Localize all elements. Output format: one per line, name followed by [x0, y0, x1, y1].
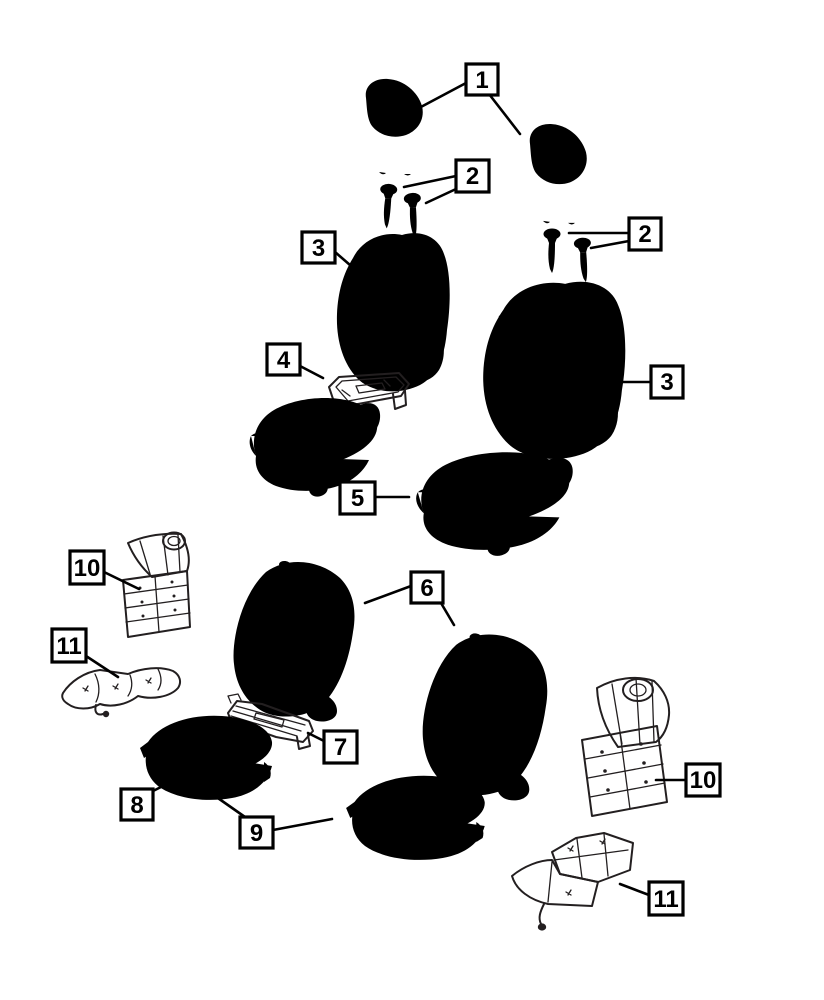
callout-box	[338, 480, 377, 516]
callout-2-left: 2	[454, 158, 491, 194]
callout-number: 4	[277, 347, 291, 374]
seat-cushion-cover-right-drawing	[416, 452, 573, 556]
callout-box	[322, 729, 359, 765]
callout-box	[647, 880, 685, 917]
seat-back-cover-right-drawing	[483, 281, 626, 459]
callout-11-right: 11	[647, 880, 685, 917]
leader-lines	[84, 81, 688, 897]
callout-box	[684, 762, 722, 798]
callout-number: 7	[334, 734, 347, 761]
callout-3-right: 3	[649, 364, 685, 400]
callout-box	[68, 549, 106, 586]
callout-number: 8	[130, 792, 143, 819]
callout-box	[238, 815, 275, 850]
callout-number: 3	[312, 235, 325, 262]
callout-5: 5	[338, 480, 377, 516]
callout-2-right: 2	[627, 216, 663, 252]
callout-box	[649, 364, 685, 400]
callout-11-left: 11	[50, 627, 88, 664]
headrest-left-drawing	[365, 78, 423, 176]
seat-back-heater-left-drawing	[123, 533, 190, 638]
callout-8: 8	[119, 787, 155, 822]
seat-cushion-heater-left-drawing	[62, 668, 180, 718]
callout-box	[119, 787, 155, 822]
callout-number: 9	[250, 820, 263, 847]
callout-7: 7	[322, 729, 359, 765]
callout-box	[464, 62, 500, 97]
callout-box	[50, 627, 88, 664]
callout-10-left: 10	[68, 549, 106, 586]
callout-4: 4	[265, 342, 302, 377]
callout-number: 1	[475, 67, 488, 94]
callout-box	[265, 342, 302, 377]
callout-9: 9	[238, 815, 275, 850]
headrest-right-drawing	[529, 124, 587, 225]
callout-6: 6	[409, 570, 445, 605]
callout-number: 6	[420, 575, 433, 602]
callout-number: 5	[351, 485, 364, 512]
headrest-guide-screws-right-drawing	[543, 228, 595, 283]
seat-back-heater-right-drawing	[582, 678, 669, 816]
seat-cushion-foam-center-drawing	[346, 775, 485, 861]
headrest-guide-screws-left-drawing	[378, 183, 424, 238]
seat-back-foam-left-drawing	[233, 560, 355, 722]
callout-number: 2	[466, 163, 479, 190]
callout-10-right: 10	[684, 762, 722, 798]
seat-cushion-heater-right-drawing	[512, 833, 633, 931]
callout-box	[300, 230, 337, 265]
callout-number: 11	[653, 886, 678, 913]
callout-number: 10	[690, 767, 717, 794]
callout-number: 10	[74, 555, 101, 582]
parts-artwork	[62, 78, 669, 931]
callout-3-left: 3	[300, 230, 337, 265]
callout-box	[409, 570, 445, 605]
callout-number: 2	[638, 221, 651, 248]
callout-1: 1	[464, 62, 500, 97]
callout-number: 11	[56, 633, 81, 660]
callout-box	[454, 158, 491, 194]
callout-number: 3	[660, 369, 673, 396]
callout-box	[627, 216, 663, 252]
seat-back-foam-right-drawing	[422, 632, 548, 801]
seat-back-cover-left-drawing	[336, 233, 450, 392]
